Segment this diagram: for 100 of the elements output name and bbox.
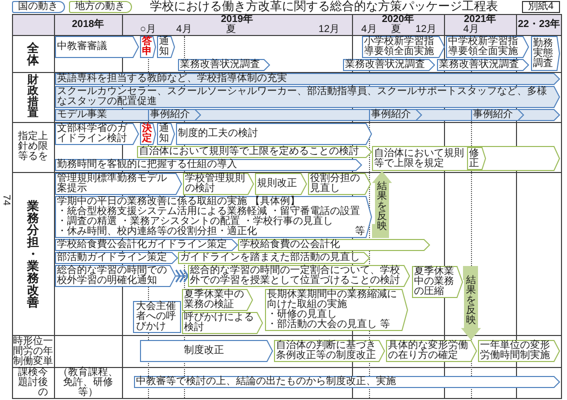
task-detail: ・研修の見直し (267, 310, 337, 320)
milestone-label: 決定 (142, 124, 152, 144)
task-label: 一年単位の変形労働時間制実施 (480, 341, 551, 361)
task-bar (238, 239, 430, 251)
task-label: 役割分担の見直し (310, 174, 361, 194)
year-label: 22・23年 (518, 20, 560, 30)
task-label: 中教審等で検討の上、結論の出たものから制度改正、実施 (136, 377, 396, 387)
row-heading: 一年単位の変形労働時間制 (13, 336, 53, 366)
task-label: 部活動ガイドライン策定 (57, 253, 167, 263)
note-text: （教育課程、免許、研修等） (57, 368, 119, 398)
task-label: 夏季休業中の業務の圧縮 (414, 267, 455, 297)
row-heading: 全体 (27, 42, 39, 66)
task-label: スクールカウンセラー、スクールソーシャルワーカー、部活動指導員、スクールサポートスタッフなど、多様なスタッフの配置促進 (57, 87, 548, 107)
task-bar (412, 266, 463, 298)
task-bar (55, 252, 178, 264)
year-label: 2020年 (382, 15, 414, 25)
task-bar (55, 265, 176, 287)
month-label: 4月 (463, 25, 479, 35)
task-label: 長期休業期間中の業務縮減に向けた取組の実施 (267, 290, 398, 310)
task-bar (182, 289, 253, 311)
task-bar (140, 340, 273, 362)
diagram-title: 学校における働き方改革に関する総合的な方策パッケージ工程表 (150, 0, 498, 13)
task-label: 業務改善状況調査 (180, 60, 260, 70)
task-detail: ・調査の精選 (57, 217, 117, 227)
task-bar (178, 59, 270, 71)
task-detail: 等 (355, 227, 365, 237)
measure-bar (55, 73, 560, 85)
task-bar (437, 59, 529, 71)
task-bar (157, 36, 175, 58)
task-bar (531, 36, 560, 71)
chevron-arrow (175, 270, 188, 282)
task-label: 勤務実態調査 (533, 38, 553, 68)
legend-tag: 国の動き (12, 1, 65, 13)
task-label: 総合的な学習の時間の一定割合について、学校外での学習を授業として位置づけることの検討 (190, 266, 401, 286)
year-label: 2019年 (220, 15, 254, 25)
task-bar (182, 312, 263, 334)
task-bar (178, 252, 370, 264)
task-label: 修正 (469, 148, 479, 168)
year-label: 2018年 (72, 20, 104, 30)
row-heading: 業務分担・業務改善 (27, 200, 39, 308)
month-label: ○月 (140, 25, 156, 35)
task-label: 通知 (159, 37, 169, 57)
task-label: 自治体の判断に基づき条例改正等の制度改正 (276, 341, 377, 361)
task-label: 小学校新学習指導要領全面実施 (364, 37, 435, 57)
month-label: 夏 (226, 25, 236, 35)
task-label: 中学校新学習指導要領全面実施 (448, 37, 519, 57)
task-label: モデル事業 (57, 110, 107, 120)
task-bar (55, 173, 182, 195)
task-label: 勤務時間を客観的に把握する仕組の導入 (57, 160, 237, 170)
task-bar (134, 376, 560, 388)
task-label: 通知 (159, 124, 169, 144)
task-label: 自治体において規則等で上限を規定 (374, 148, 465, 168)
task-label: 事例紹介 (150, 110, 190, 120)
task-detail: ・休み時間、校内連絡等の役割分担・適正化 (57, 227, 257, 237)
measure-bar (55, 109, 560, 121)
year-label: 2021年 (464, 15, 496, 25)
month-label: 12月 (415, 25, 437, 35)
task-label: 夏季休業中の業務の検証 (184, 290, 245, 310)
task-label: 事例紹介 (371, 110, 411, 120)
row-heading: 財政措置 (28, 75, 38, 119)
task-label: 学期中の平日の業務改善に係る取組の実施 (57, 197, 247, 207)
task-label: 学校管理規則の検討 (185, 174, 246, 194)
row-heading: 上限を定める指針等 (18, 132, 48, 162)
task-label: 学校給食費の公会計化 (240, 240, 340, 250)
block-arrow (372, 171, 392, 238)
task-label: 大会主催者への呼びかけ (136, 302, 177, 332)
block-arrow (461, 266, 481, 340)
document-tag: 別紙4 (522, 1, 560, 13)
task-bar (467, 147, 486, 170)
task-label: 英語専科を担当する教師など、学校指導体制の充実 (57, 74, 287, 84)
milestone-label: 答申 (142, 37, 152, 57)
edge-label: 結果を反映 (377, 182, 387, 232)
task-label: 自治体において規則等で上限を定めることの検討 (139, 147, 359, 157)
task-bar (274, 340, 385, 362)
task-label: 総合的な学習の時間での校外学習の明確化通知 (57, 266, 168, 286)
task-label: 管理規則標準勤務モデル案提示 (57, 174, 168, 194)
task-detail: ・統合型校務支援システム活用による業務軽減 (57, 207, 267, 217)
task-label: 制度的工夫の検討 (178, 129, 258, 139)
task-label: 業務改善状況調査 (345, 60, 425, 70)
task-label: 中教審審議 (57, 42, 107, 52)
task-detail: ・留守番電話の設置 (270, 207, 360, 217)
task-label: 事例紹介 (473, 110, 513, 120)
month-label: 4月 (176, 25, 192, 35)
edge-label: 結果を反映 (466, 276, 476, 326)
row-heading: 今後の検討課題 (18, 368, 48, 398)
task-bar (265, 289, 408, 331)
task-bar (343, 59, 435, 71)
task-bar (478, 340, 560, 362)
task-label: 呼びかけによる検討 (184, 313, 255, 333)
month-label: 12月 (318, 25, 340, 35)
page-number: 74 (0, 194, 10, 206)
legend-tag: 地方の動き (69, 1, 132, 13)
month-label: 夏 (391, 25, 401, 35)
task-label: 制度改正 (184, 346, 224, 356)
task-bar (386, 340, 477, 362)
task-bar (372, 146, 560, 171)
task-bar (55, 239, 238, 251)
task-label: 具体的な変形労働の在り方の確定 (388, 341, 469, 361)
task-label: 文部科学省のガイドライン検討 (57, 124, 128, 144)
month-label: 4月 (361, 25, 377, 35)
